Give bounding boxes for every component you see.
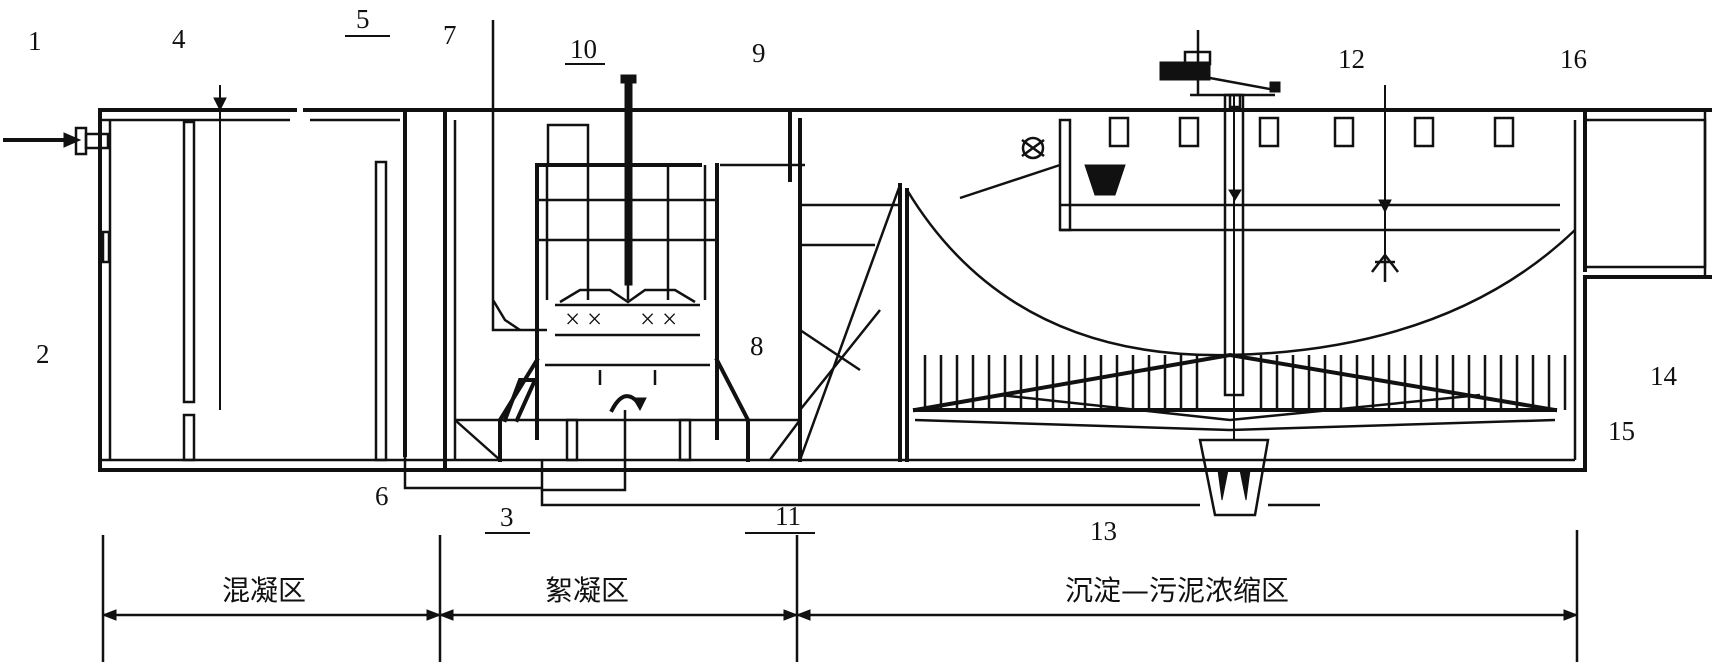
- label-6: 6: [375, 481, 389, 511]
- feed-pipe: [959, 136, 1061, 200]
- zone-dimension-bar: [101, 530, 1579, 662]
- zone-label-coagulation: 混凝区: [222, 574, 306, 607]
- inclined-tube-bundle: [923, 355, 1567, 410]
- label-10: 10: [570, 34, 597, 64]
- inlet-pipe: [3, 126, 110, 156]
- label-7: 7: [443, 20, 457, 50]
- svg-text:× ×: × ×: [565, 304, 602, 334]
- riser-channel: [788, 108, 902, 462]
- zone-label-flocculation: 絮凝区: [545, 574, 629, 607]
- label-2: 2: [36, 339, 50, 369]
- sprayer: [1371, 85, 1399, 282]
- label-1: 1: [28, 26, 42, 56]
- settling-bowl: [905, 108, 1587, 462]
- zone-label-settling: 沉淀—污泥浓缩区: [1065, 574, 1289, 607]
- label-4: 4: [172, 24, 186, 54]
- outlet-box: [1583, 110, 1707, 277]
- label-8: 8: [750, 331, 764, 361]
- coagulation-baffles: [182, 85, 457, 472]
- tank-outer-wall: [98, 108, 1712, 472]
- label-5: 5: [356, 4, 370, 34]
- label-9: 9: [752, 38, 766, 68]
- drain-lines: [403, 455, 1200, 507]
- drive-motor: [1159, 30, 1281, 109]
- label-11: 11: [775, 501, 801, 531]
- center-shaft-and-hopper: [1198, 93, 1320, 517]
- label-14: 14: [1650, 361, 1678, 391]
- label-3: 3: [500, 502, 514, 532]
- label-15: 15: [1608, 416, 1635, 446]
- effluent-launders: [1058, 116, 1560, 232]
- label-13: 13: [1090, 516, 1117, 546]
- label-12: 12: [1338, 44, 1365, 74]
- svg-text:× ×: × ×: [640, 304, 677, 334]
- flocculation-chamber: × × × ×: [454, 20, 805, 492]
- label-16: 16: [1560, 44, 1587, 74]
